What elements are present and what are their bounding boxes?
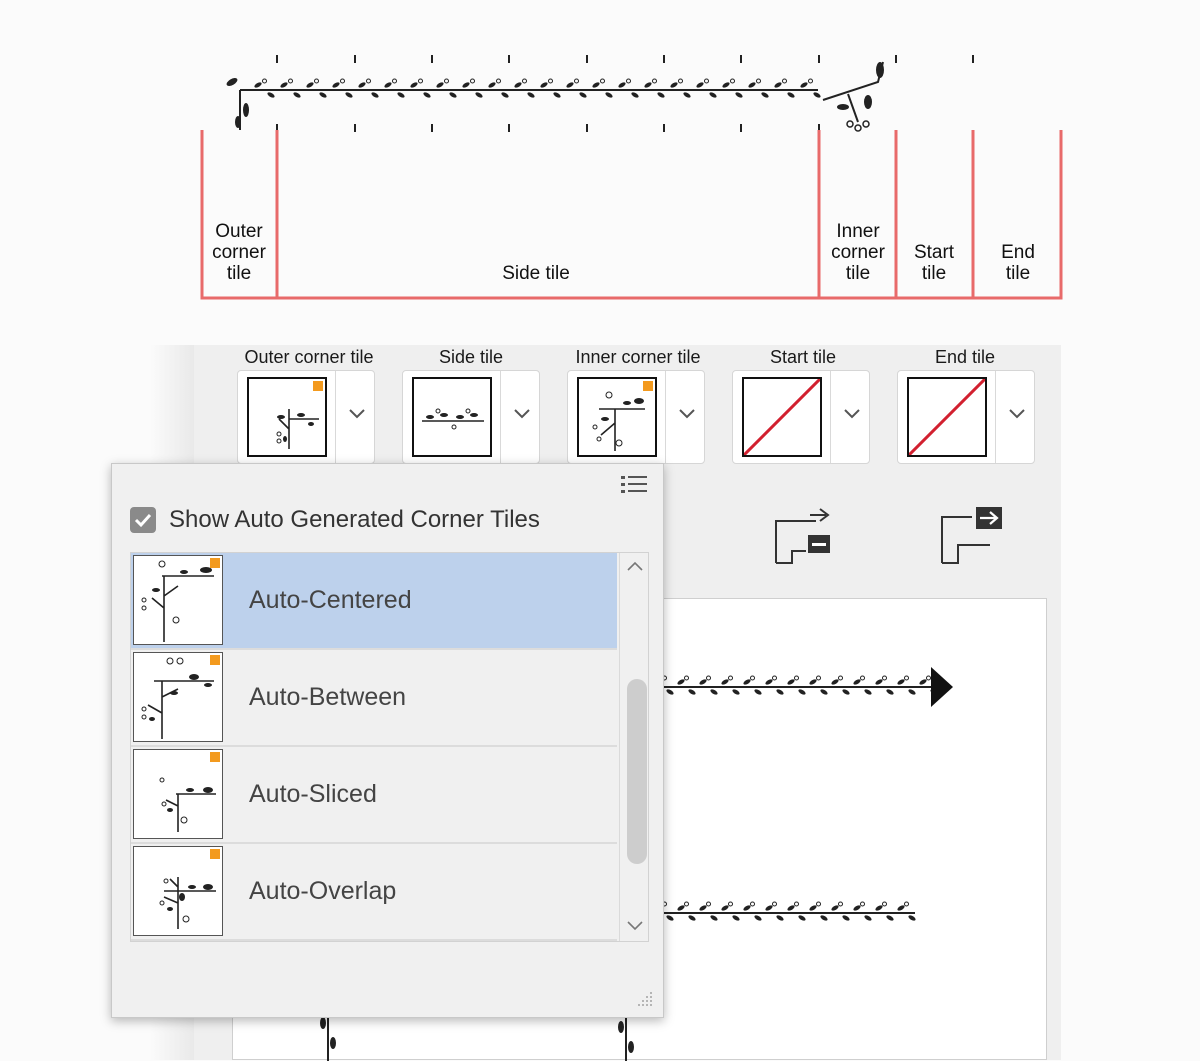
start-tile-label: Start tile bbox=[913, 242, 955, 284]
chevron-down-icon[interactable] bbox=[1007, 403, 1027, 423]
outer-corner-vine-icon bbox=[247, 377, 327, 457]
option-label: Auto-Sliced bbox=[249, 780, 377, 808]
chevron-down-icon[interactable] bbox=[842, 403, 862, 423]
option-label: Auto-Centered bbox=[249, 586, 412, 614]
tick-mark bbox=[508, 55, 510, 63]
option-label: Auto-Overlap bbox=[249, 877, 397, 905]
tile-diagram: Outer corner tile Side tile Inner corner… bbox=[0, 0, 1200, 320]
auto-generated-marker bbox=[210, 849, 220, 859]
option-auto-centered[interactable]: Auto-Centered bbox=[131, 553, 617, 650]
tick-mark bbox=[431, 55, 433, 63]
chevron-down-icon[interactable] bbox=[347, 403, 367, 423]
end-tile-heading: End tile bbox=[934, 347, 996, 367]
inner-corner-tile-label: Inner corner tile bbox=[831, 221, 885, 284]
option-auto-between[interactable]: Auto-Between bbox=[131, 650, 617, 747]
list-scrollbar[interactable] bbox=[619, 553, 648, 941]
none-tile-icon bbox=[907, 377, 987, 457]
spacing-decrease-icon[interactable] bbox=[770, 507, 836, 567]
auto-overlap-thumb-icon bbox=[133, 846, 223, 936]
tick-mark bbox=[818, 124, 820, 132]
corner-tile-popup: Show Auto Generated Corner Tiles Auto-Ce… bbox=[111, 463, 664, 1018]
tick-mark bbox=[663, 124, 665, 132]
tile-divider bbox=[995, 371, 996, 463]
tick-mark bbox=[972, 55, 974, 63]
auto-generated-marker bbox=[643, 381, 653, 391]
option-label: Auto-Between bbox=[249, 683, 407, 711]
checkmark-icon bbox=[134, 513, 152, 528]
inner-corner-tile-selector[interactable] bbox=[567, 370, 705, 464]
outer-corner-tile-heading: Outer corner tile bbox=[244, 347, 374, 367]
auto-generated-marker bbox=[210, 752, 220, 762]
start-tile-selector[interactable] bbox=[732, 370, 870, 464]
chevron-down-icon[interactable] bbox=[512, 403, 532, 423]
tick-mark bbox=[663, 55, 665, 63]
corner-options-list: Auto-Centered Auto-Between Auto-Sliced bbox=[130, 552, 649, 942]
inner-corner-vine-icon bbox=[577, 377, 657, 457]
preview-vine-arrow bbox=[653, 667, 953, 707]
auto-generated-marker bbox=[210, 558, 220, 568]
tick-mark bbox=[740, 55, 742, 63]
outer-corner-tile-selector[interactable] bbox=[237, 370, 375, 464]
chevron-up-icon[interactable] bbox=[625, 559, 645, 573]
spacing-increase-icon[interactable] bbox=[936, 507, 1006, 567]
resize-grip-icon[interactable] bbox=[636, 990, 654, 1008]
tick-mark bbox=[508, 124, 510, 132]
tick-mark bbox=[354, 124, 356, 132]
tile-brackets bbox=[200, 130, 1063, 300]
tile-divider bbox=[335, 371, 336, 463]
chevron-down-icon[interactable] bbox=[677, 403, 697, 423]
side-tile-heading: Side tile bbox=[438, 347, 504, 367]
inner-corner-tile-heading: Inner corner tile bbox=[575, 347, 701, 367]
option-auto-sliced[interactable]: Auto-Sliced bbox=[131, 747, 617, 844]
tick-mark bbox=[354, 55, 356, 63]
option-auto-overlap[interactable]: Auto-Overlap bbox=[131, 844, 617, 941]
auto-generated-marker bbox=[313, 381, 323, 391]
tick-mark bbox=[740, 124, 742, 132]
outer-corner-tile-label: Outer corner tile bbox=[212, 221, 266, 284]
tick-mark bbox=[895, 55, 897, 63]
tick-mark bbox=[431, 124, 433, 132]
tick-mark bbox=[586, 124, 588, 132]
auto-generated-marker bbox=[210, 655, 220, 665]
list-menu-icon[interactable] bbox=[620, 474, 648, 496]
auto-between-thumb-icon bbox=[133, 652, 223, 742]
tile-divider bbox=[500, 371, 501, 463]
auto-sliced-thumb-icon bbox=[133, 749, 223, 839]
end-tile-selector[interactable] bbox=[897, 370, 1035, 464]
tile-divider bbox=[665, 371, 666, 463]
preview-vine-bottom bbox=[653, 901, 916, 921]
auto-centered-thumb-icon bbox=[133, 555, 223, 645]
side-vine-icon bbox=[412, 377, 492, 457]
tile-divider bbox=[830, 371, 831, 463]
tick-mark bbox=[818, 55, 820, 63]
show-auto-corner-checkbox[interactable] bbox=[130, 507, 156, 533]
start-tile-heading: Start tile bbox=[769, 347, 837, 367]
chevron-down-icon[interactable] bbox=[625, 919, 645, 933]
vine-border-illustration bbox=[226, 61, 884, 132]
tick-mark bbox=[276, 124, 278, 132]
none-tile-icon bbox=[742, 377, 822, 457]
end-tile-label: End tile bbox=[1001, 242, 1035, 284]
tick-mark bbox=[586, 55, 588, 63]
side-tile-selector[interactable] bbox=[402, 370, 540, 464]
scrollbar-thumb[interactable] bbox=[627, 679, 647, 864]
show-auto-corner-label: Show Auto Generated Corner Tiles bbox=[169, 506, 540, 533]
tick-mark bbox=[276, 55, 278, 63]
side-tile-label: Side tile bbox=[502, 263, 570, 284]
